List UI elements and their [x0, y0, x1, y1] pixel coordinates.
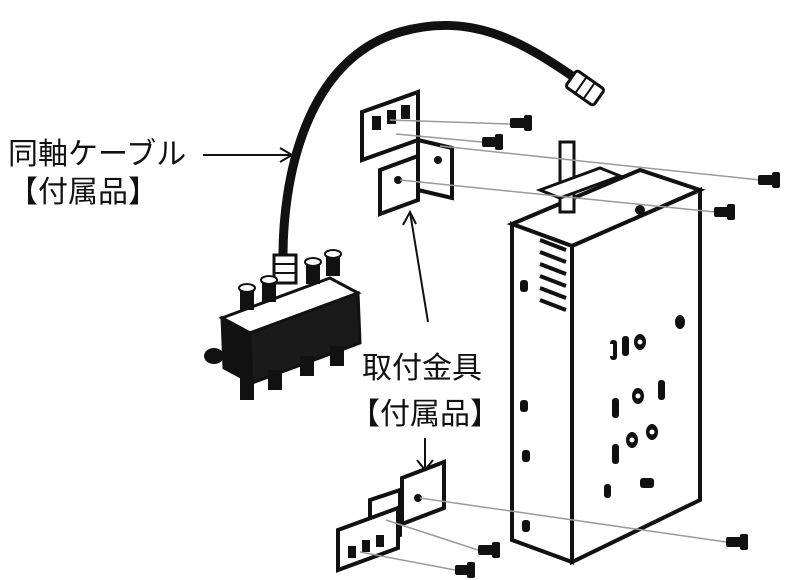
lower-mounting-bracket: [336, 459, 446, 573]
screw: [455, 562, 475, 578]
screw: [758, 172, 780, 188]
cable-arrow-head: [279, 147, 294, 163]
coaxial-cable-accessory-note: 【付属品】: [8, 175, 158, 210]
cable-connector-end: [565, 69, 605, 107]
upper-mounting-bracket: [360, 89, 454, 217]
screw: [726, 534, 748, 550]
bracket-callout-arrow: [409, 211, 429, 323]
screws: [455, 115, 780, 578]
mounting-bracket-accessory-note: 【付属品】: [350, 397, 500, 432]
screw: [478, 542, 500, 558]
coaxial-cable-label: 同軸ケーブル: [8, 137, 187, 172]
screw-guide-lines: [359, 119, 761, 571]
distributor-block: [204, 249, 362, 400]
coaxial-cable: [272, 20, 605, 285]
screw: [510, 115, 532, 131]
mounting-bracket-label: 取付金具: [362, 351, 482, 386]
lower-arrow-head: [416, 459, 434, 472]
cable-nut: [272, 253, 298, 285]
screw: [482, 134, 503, 150]
screw: [714, 204, 735, 220]
bracket-arrow-head: [402, 209, 417, 226]
main-unit: [506, 140, 706, 566]
